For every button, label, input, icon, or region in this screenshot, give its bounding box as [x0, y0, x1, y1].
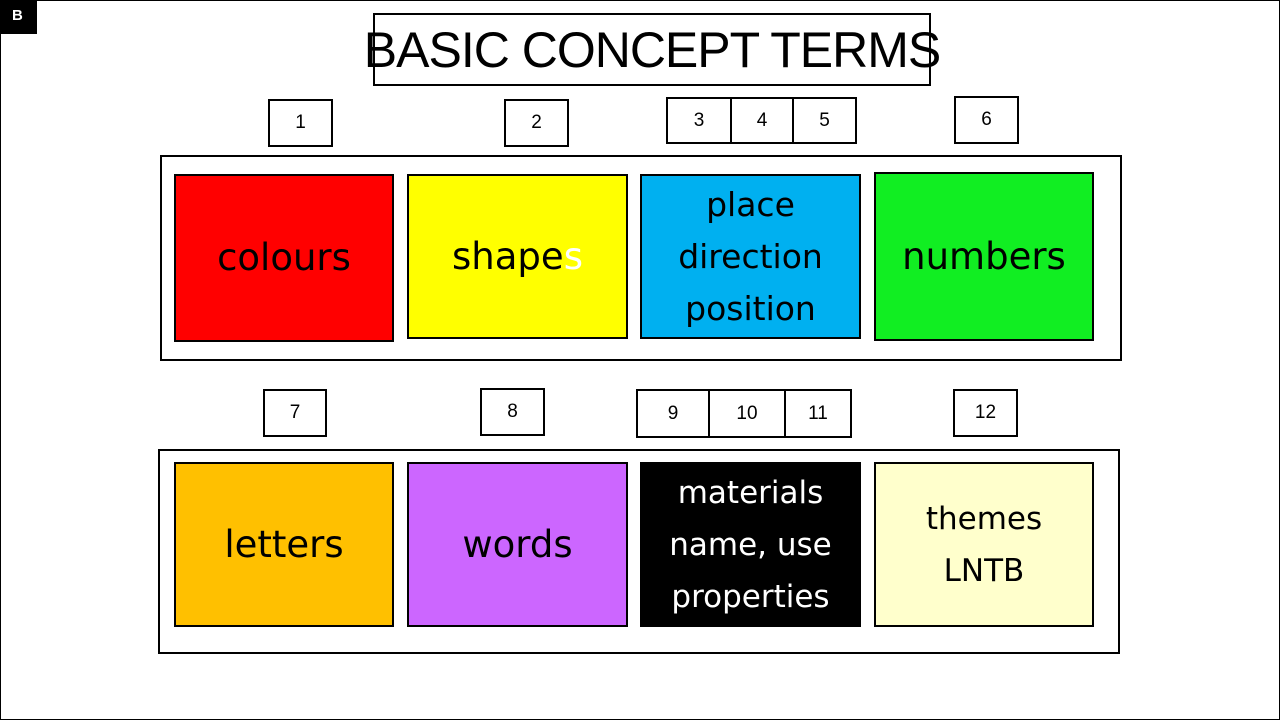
tile-label: materials	[677, 474, 824, 511]
tile-words: words	[407, 462, 628, 627]
tile-letters: letters	[174, 462, 394, 627]
number-box-3: 3	[666, 97, 732, 144]
tile-place-direction-position: place direction position	[640, 174, 861, 339]
number-box-1: 1	[268, 99, 333, 147]
tile-label: LNTB	[943, 552, 1025, 589]
tile-label: colours	[217, 236, 351, 279]
tile-label: name, use	[669, 526, 832, 563]
tile-materials: materials name, use properties	[640, 462, 861, 627]
tile-numbers: numbers	[874, 172, 1094, 341]
corner-badge: B	[0, 0, 37, 34]
tile-shapes: shapes	[407, 174, 628, 339]
tile-label: properties	[671, 578, 830, 615]
tile-label: direction	[678, 236, 823, 276]
number-box-7: 7	[263, 389, 327, 437]
number-box-9: 9	[636, 389, 710, 438]
tile-label: shapes	[452, 234, 583, 278]
tile-label: place	[706, 184, 795, 224]
number-box-4: 4	[730, 97, 794, 144]
number-box-10: 10	[708, 389, 786, 438]
number-box-6: 6	[954, 96, 1019, 144]
number-box-5: 5	[792, 97, 857, 144]
page-title: BASIC CONCEPT TERMS	[364, 13, 941, 86]
tile-label: letters	[224, 522, 344, 566]
number-box-11: 11	[784, 389, 852, 438]
tile-label: words	[462, 522, 573, 566]
tile-label: position	[685, 288, 816, 328]
tile-label: themes	[925, 500, 1043, 537]
number-box-8: 8	[480, 388, 545, 436]
tile-label: numbers	[902, 234, 1066, 278]
tile-themes: themes LNTB	[874, 462, 1094, 627]
number-box-12: 12	[953, 389, 1018, 437]
tile-colours: colours	[174, 174, 394, 342]
number-box-2: 2	[504, 99, 569, 147]
